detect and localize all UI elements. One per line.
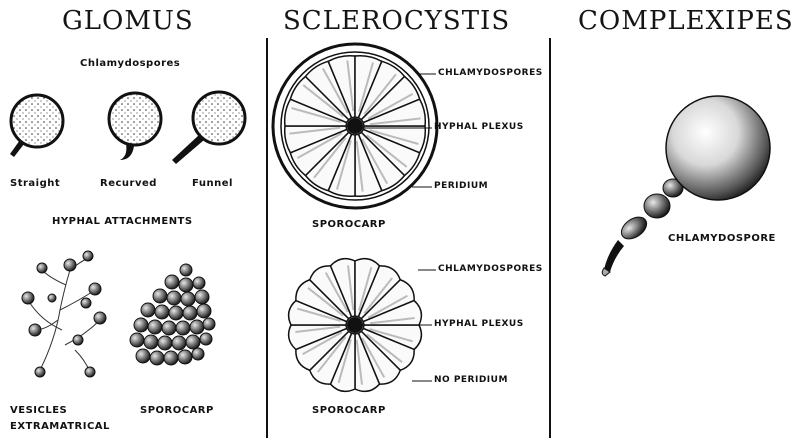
- top-chlamydospores-label: CHLAMYDOSPORES: [438, 68, 543, 78]
- complexipes-chlamydospore-label: CHLAMYDOSPORE: [668, 233, 776, 244]
- chlamydospore-recurved: [109, 93, 161, 160]
- sclerocystis-sporocarp-peridium: [273, 44, 437, 208]
- type-recurved-label: Recurved: [100, 178, 157, 189]
- no-peridium-label: NO PERIDIUM: [434, 375, 508, 385]
- vesicles-spores: [22, 251, 106, 377]
- glomus-sporocarp-label: SPOROCARP: [140, 405, 214, 416]
- vesicles-illustration: [28, 258, 100, 372]
- type-funnel-label: Funnel: [192, 178, 233, 189]
- top-hyphal-plexus-label: HYPHAL PLEXUS: [434, 122, 524, 132]
- hyphal-attachments-label: HYPHAL ATTACHMENTS: [52, 216, 193, 227]
- peridium-label: PERIDIUM: [434, 181, 488, 191]
- chlamydospore-straight: [10, 95, 63, 157]
- extramatrical-label: EXTRAMATRICAL: [10, 421, 110, 432]
- vesicles-label: VESICLES: [10, 405, 67, 416]
- bottom-chlamydospores-label: CHLAMYDOSPORES: [438, 264, 543, 274]
- chlamydospores-label: Chlamydospores: [80, 58, 180, 69]
- hyphal-plexus-hub: [347, 118, 363, 134]
- bottom-sporocarp-label: SPOROCARP: [312, 405, 386, 416]
- glomus-sporocarp-cluster: [130, 264, 215, 365]
- top-sporocarp-label: SPOROCARP: [312, 219, 386, 230]
- complexipes-chlamydospore: [602, 96, 770, 276]
- bottom-hyphal-plexus-label: HYPHAL PLEXUS: [434, 319, 524, 329]
- type-straight-label: Straight: [10, 178, 60, 189]
- chlamydospore-funnel: [172, 92, 245, 164]
